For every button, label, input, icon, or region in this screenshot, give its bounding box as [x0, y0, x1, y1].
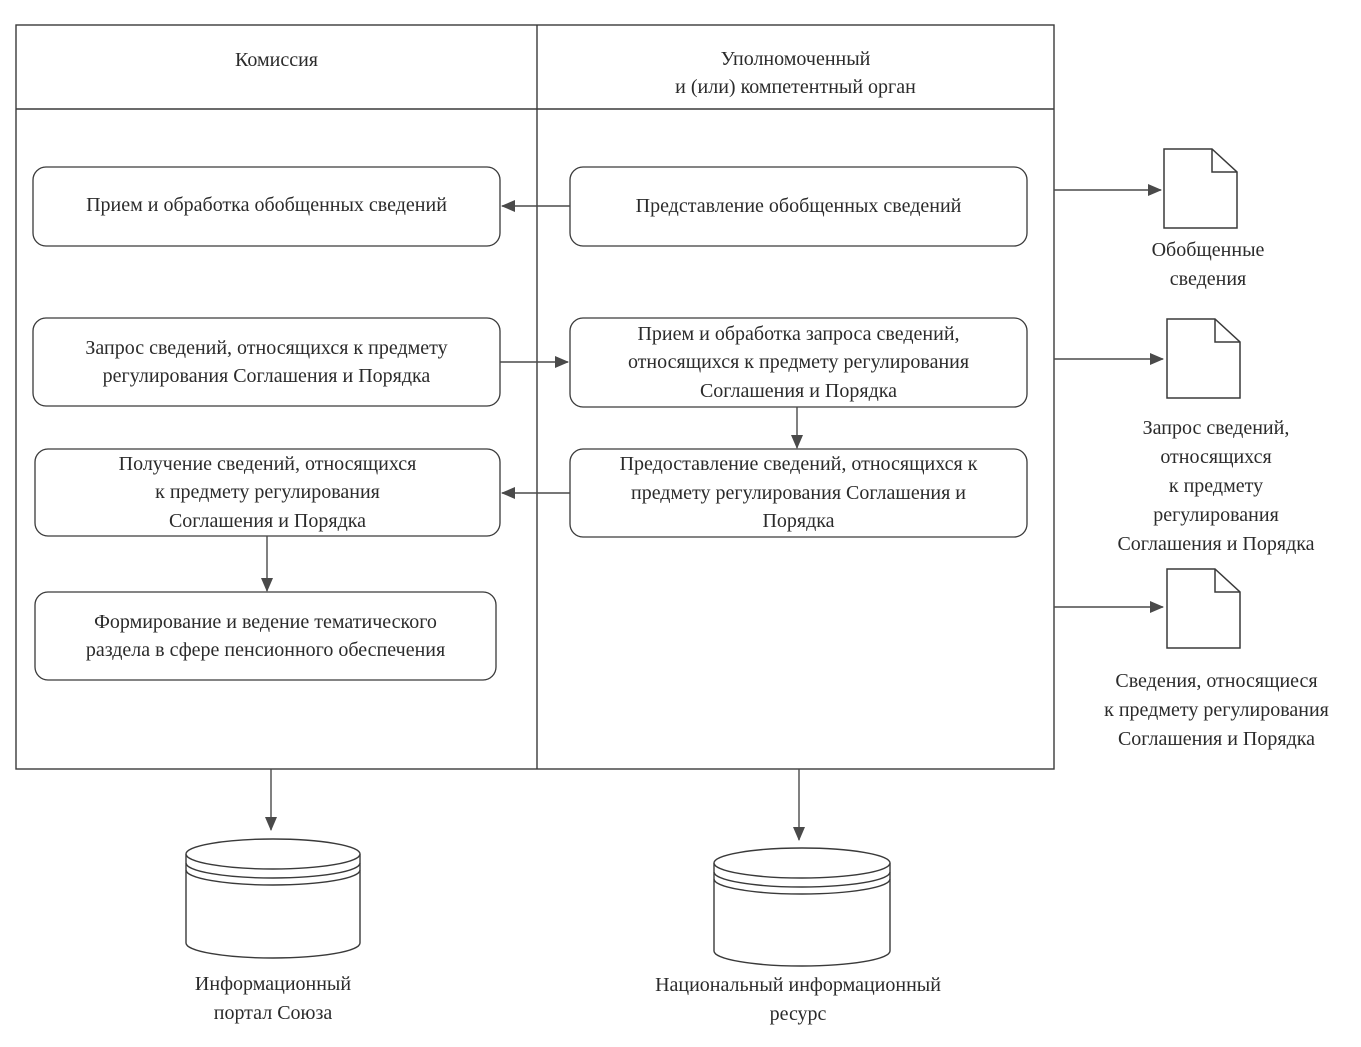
database-icon [185, 838, 361, 959]
box-form-section [34, 591, 497, 681]
doc-caption-summary: Обобщенные сведения [1151, 239, 1265, 290]
db-caption-union-portal: Информационный портал Союза [194, 973, 352, 1024]
document-icon [1166, 318, 1241, 399]
swimlane-frame [15, 24, 1055, 770]
doc-caption-info: Сведения, относящиеся к предмету регулир… [1104, 670, 1329, 750]
process-form-section: Формирование и ведение тематического раз… [85, 610, 446, 662]
database-icon [713, 847, 891, 967]
db-caption-national-resource: Национальный информационный ресурс [655, 974, 941, 1025]
lane-header-commission: Комиссия [235, 48, 318, 71]
process-request-info: Запрос сведений, относящихся к предмету … [85, 336, 448, 388]
lane-header-authority: Уполномоченный и (или) компетентный орга… [675, 47, 916, 99]
document-icon [1163, 148, 1238, 229]
box-receive-summary [32, 166, 501, 247]
process-receive-summary: Прием и обработка обобщенных сведений [86, 194, 447, 216]
process-process-request: Прием и обработка запроса сведений, отно… [627, 322, 970, 402]
process-submit-summary: Представление обобщенных сведений [635, 195, 962, 218]
doc-caption-request: Запрос сведений, относящихся к предмету … [1117, 417, 1315, 555]
box-process-request [569, 317, 1028, 408]
process-provide-info: Предоставление сведений, относящихся к п… [619, 453, 978, 533]
document-icon [1166, 568, 1241, 649]
process-receive-info: Получение сведений, относящихся к предме… [118, 452, 417, 532]
